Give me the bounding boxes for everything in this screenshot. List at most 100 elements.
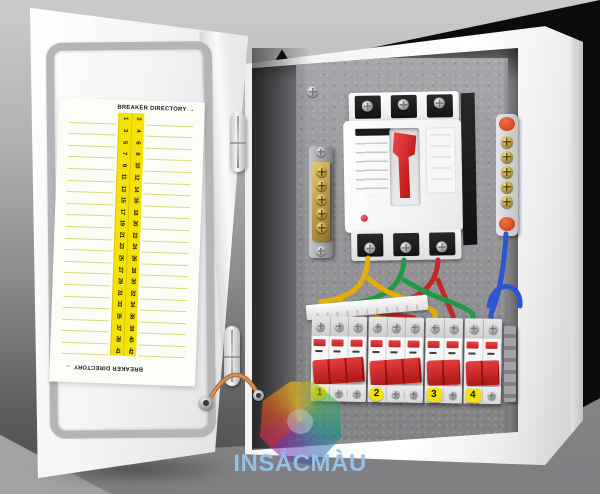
breaker-status-dash (468, 352, 476, 355)
box-ground-stud (253, 390, 264, 401)
ground-screw-5 (316, 222, 327, 233)
breaker-toggle-handle (465, 360, 500, 387)
breaker-brand-sticker (485, 341, 498, 349)
breaker-status-dash (352, 350, 360, 353)
directory-number-even: 20 (127, 217, 141, 230)
bottom-screw (334, 388, 343, 397)
directory-number-even: 18 (127, 205, 142, 218)
directory-number-even: 24 (126, 240, 141, 253)
directory-number-odd: 29 (112, 274, 126, 287)
breaker-group-3: 3 (424, 317, 463, 404)
breaker-group-2: 2 (367, 316, 424, 403)
directory-title: BREAKER DIRECTORY (117, 104, 187, 113)
breaker-bottom-strip: 2 (367, 384, 423, 403)
bottom-cell: 4 (463, 387, 483, 403)
ground-strap-area (205, 372, 261, 406)
breaker-bottom-strip: 3 (424, 385, 462, 404)
directory-number-odd: 21 (114, 228, 128, 241)
wire-red-3 (435, 277, 456, 327)
breaker-brand-sticker (331, 339, 344, 347)
terminal-cell (425, 317, 445, 339)
directory-number-even: 10 (129, 159, 143, 172)
ground-screw-1 (316, 166, 327, 177)
breaker-bottom-strip: 4 (463, 386, 501, 404)
directory-number-odd: 17 (114, 205, 129, 218)
bottom-screw (409, 390, 419, 399)
breaker-brand-sticker (313, 339, 326, 347)
directory-number-odd: 31 (112, 286, 126, 299)
directory-number-odd: 35 (111, 309, 125, 322)
directory-number-odd: 27 (112, 263, 127, 276)
breaker-group-4: 4 (463, 318, 502, 404)
strip-screw-1 (501, 136, 513, 148)
breaker-body (310, 335, 367, 386)
bottom-cell (348, 389, 366, 398)
terminal-cell (406, 317, 424, 337)
wire-blue-loop (486, 284, 523, 309)
breaker-terminal-strip (425, 317, 463, 339)
circuit-number-chip-3: 3 (426, 387, 442, 402)
bottom-screw (352, 389, 362, 398)
terminal-screw (449, 323, 459, 333)
directory-line-left (61, 342, 109, 356)
directory-number-even: 14 (128, 182, 143, 195)
directory-number-even: 12 (129, 171, 143, 184)
directory-number-odd: 15 (115, 193, 129, 206)
breaker-brand-sticker (370, 339, 383, 348)
terminal-screw (488, 324, 498, 334)
directory-number-odd: 9 (116, 158, 130, 172)
wire-green-3 (401, 277, 476, 327)
breaker-brand-sticker (388, 340, 401, 348)
breaker-terminal-strip (311, 316, 367, 337)
terminal-strip-cap-top (499, 117, 515, 131)
bottom-cell (483, 391, 501, 400)
breaker-status-dash (390, 351, 398, 354)
terminal-screw (353, 322, 363, 332)
bottom-cell (386, 389, 406, 398)
enclosure-side-bevel (571, 26, 583, 466)
wire-yellow-1 (318, 255, 371, 327)
breaker-status-dash (315, 350, 323, 353)
terminal-strip-cap-bottom (499, 217, 515, 231)
breaker-status-dash (447, 352, 455, 355)
directory-number-even: 32 (125, 286, 139, 299)
terminal-cell (484, 319, 502, 339)
din-rail-end (504, 326, 516, 402)
terminal-cell (464, 318, 484, 339)
terminal-screw (469, 323, 479, 334)
directory-number-even: 16 (128, 194, 142, 207)
ground-screw-3 (316, 194, 327, 205)
bottom-cell (405, 390, 423, 399)
directory-number-even: 38 (123, 321, 138, 334)
directory-number-even: 22 (127, 228, 141, 241)
breaker-body (463, 338, 502, 387)
directory-number-odd: 41 (110, 344, 124, 357)
breaker-status-dash (333, 350, 341, 353)
directory-number-even: 4 (130, 124, 145, 137)
ground-screw-2 (316, 180, 327, 191)
breaker-status-dash (486, 352, 494, 355)
directory-number-even: 2 (131, 113, 145, 126)
breaker-toggle-handle (312, 356, 365, 386)
interior-door-shadow (252, 48, 310, 448)
directory-number-odd: 37 (110, 321, 125, 334)
directory-footer-arrow: → (65, 363, 72, 370)
directory-number-even: 40 (123, 333, 137, 346)
door-hinge-top (230, 112, 246, 172)
strip-screw-2 (501, 151, 513, 163)
directory-number-odd: 5 (117, 135, 131, 148)
terminal-cell (330, 316, 350, 337)
ground-bar-screw-bottom (316, 246, 326, 256)
neutral-terminal-strip (496, 114, 518, 236)
breaker-status-dash (409, 351, 417, 354)
breaker-body (424, 337, 463, 387)
bottom-cell (444, 390, 462, 399)
directory-number-odd: 33 (111, 298, 126, 311)
breaker-body (367, 336, 424, 387)
directory-title-arrow: → (188, 107, 195, 114)
directory-number-odd: 11 (116, 170, 130, 183)
directory-number-even: 26 (126, 252, 140, 265)
breaker-status-dash (429, 351, 437, 354)
breaker-brand-sticker (427, 340, 440, 349)
